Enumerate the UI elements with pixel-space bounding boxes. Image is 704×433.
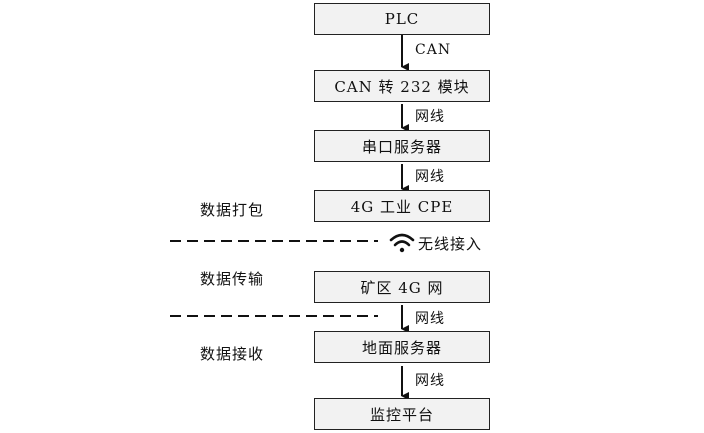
mine-4g-network-box: 矿区 4G 网 <box>314 271 490 303</box>
ground-server-box: 地面服务器 <box>314 331 490 363</box>
industrial-4g-cpe-box: 4G 工业 CPE <box>314 190 490 222</box>
connector-label-net4: 网线 <box>415 373 445 389</box>
plc-box: PLC <box>314 3 490 35</box>
connector-label-wireless: 无线接入 <box>418 235 483 253</box>
connector-label-net3: 网线 <box>415 311 445 327</box>
monitoring-platform-box: 监控平台 <box>314 398 490 430</box>
can-to-232-module-box: CAN 转 232 模块 <box>314 70 490 102</box>
wifi-icon <box>389 233 415 253</box>
stage-label-transfer: 数据传输 <box>200 270 265 288</box>
connector-label-can: CAN <box>415 42 452 58</box>
stage-label-pack: 数据打包 <box>200 201 265 219</box>
connector-label-net1: 网线 <box>415 109 445 125</box>
serial-server-box: 串口服务器 <box>314 130 490 162</box>
stage-label-receive: 数据接收 <box>200 345 265 363</box>
connector-label-net2: 网线 <box>415 169 445 185</box>
